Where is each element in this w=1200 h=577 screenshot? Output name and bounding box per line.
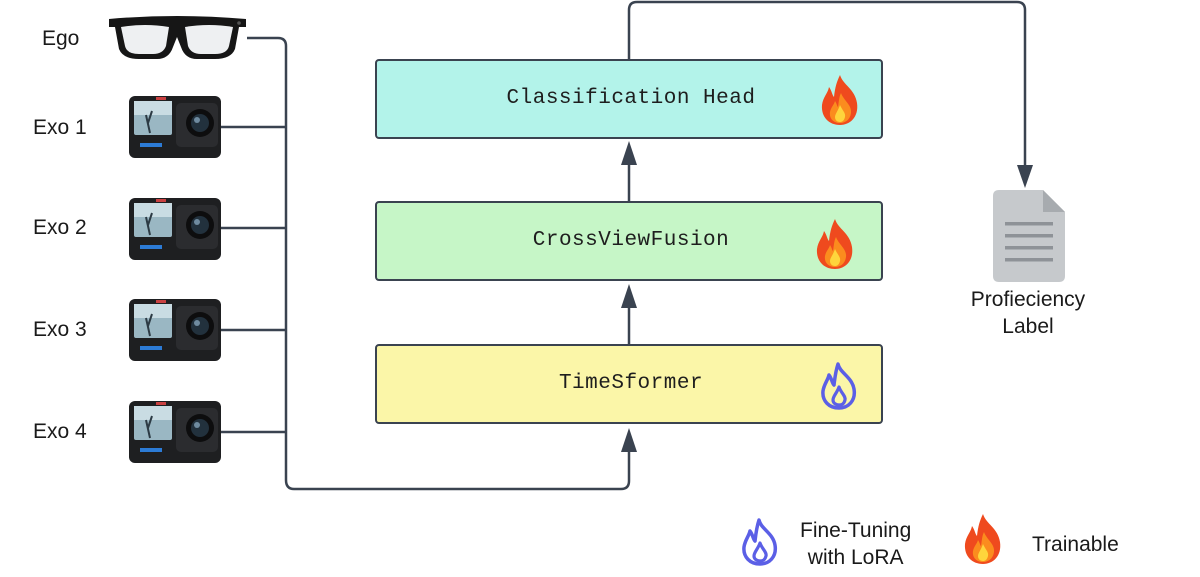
exo1-label: Exo 1 xyxy=(33,116,87,139)
flame-icon xyxy=(821,75,858,125)
exo4-label: Exo 4 xyxy=(33,420,87,443)
arrowhead-fusion xyxy=(621,284,637,308)
outline-flame-icon xyxy=(821,362,857,410)
output-line-1: Profieciency xyxy=(970,288,1086,311)
legend-trainable-text: Trainable xyxy=(1032,533,1119,556)
action-camera-icon xyxy=(129,96,221,158)
cross-view-fusion-block: CrossViewFusion xyxy=(375,201,883,281)
timesformer-label: TimeSformer xyxy=(558,372,704,395)
legend-trainable-icon xyxy=(964,514,1001,564)
exo3-label: Exo 3 xyxy=(33,318,87,341)
arrowhead-output xyxy=(1017,165,1033,188)
action-camera-icon xyxy=(129,299,221,361)
action-camera-icon xyxy=(129,198,221,260)
output-line-2: Label xyxy=(1002,315,1054,338)
arrowhead-input xyxy=(621,428,637,452)
flame-icon xyxy=(816,219,853,269)
cross-view-fusion-label: CrossViewFusion xyxy=(532,229,730,252)
arrowhead-head xyxy=(621,141,637,165)
legend-lora-icon xyxy=(742,518,778,566)
head-to-label-connector xyxy=(627,0,1027,165)
exo2-label: Exo 2 xyxy=(33,216,87,239)
legend-lora-line-1: Fine-Tuning xyxy=(800,519,912,542)
legend-lora-text: Fine-Tuning with LoRA xyxy=(800,517,911,571)
smart-glasses-icon xyxy=(109,16,246,59)
proficiency-label-text: Profieciency Label xyxy=(948,286,1108,340)
classification-head-block: Classification Head xyxy=(375,59,883,139)
timesformer-block: TimeSformer xyxy=(375,344,883,424)
classification-head-label: Classification Head xyxy=(506,87,756,110)
action-camera-icon xyxy=(129,401,221,463)
ego-connector xyxy=(247,36,631,491)
legend-lora-line-2: with LoRA xyxy=(807,546,904,569)
document-icon xyxy=(993,190,1065,282)
ego-label: Ego xyxy=(42,27,80,50)
